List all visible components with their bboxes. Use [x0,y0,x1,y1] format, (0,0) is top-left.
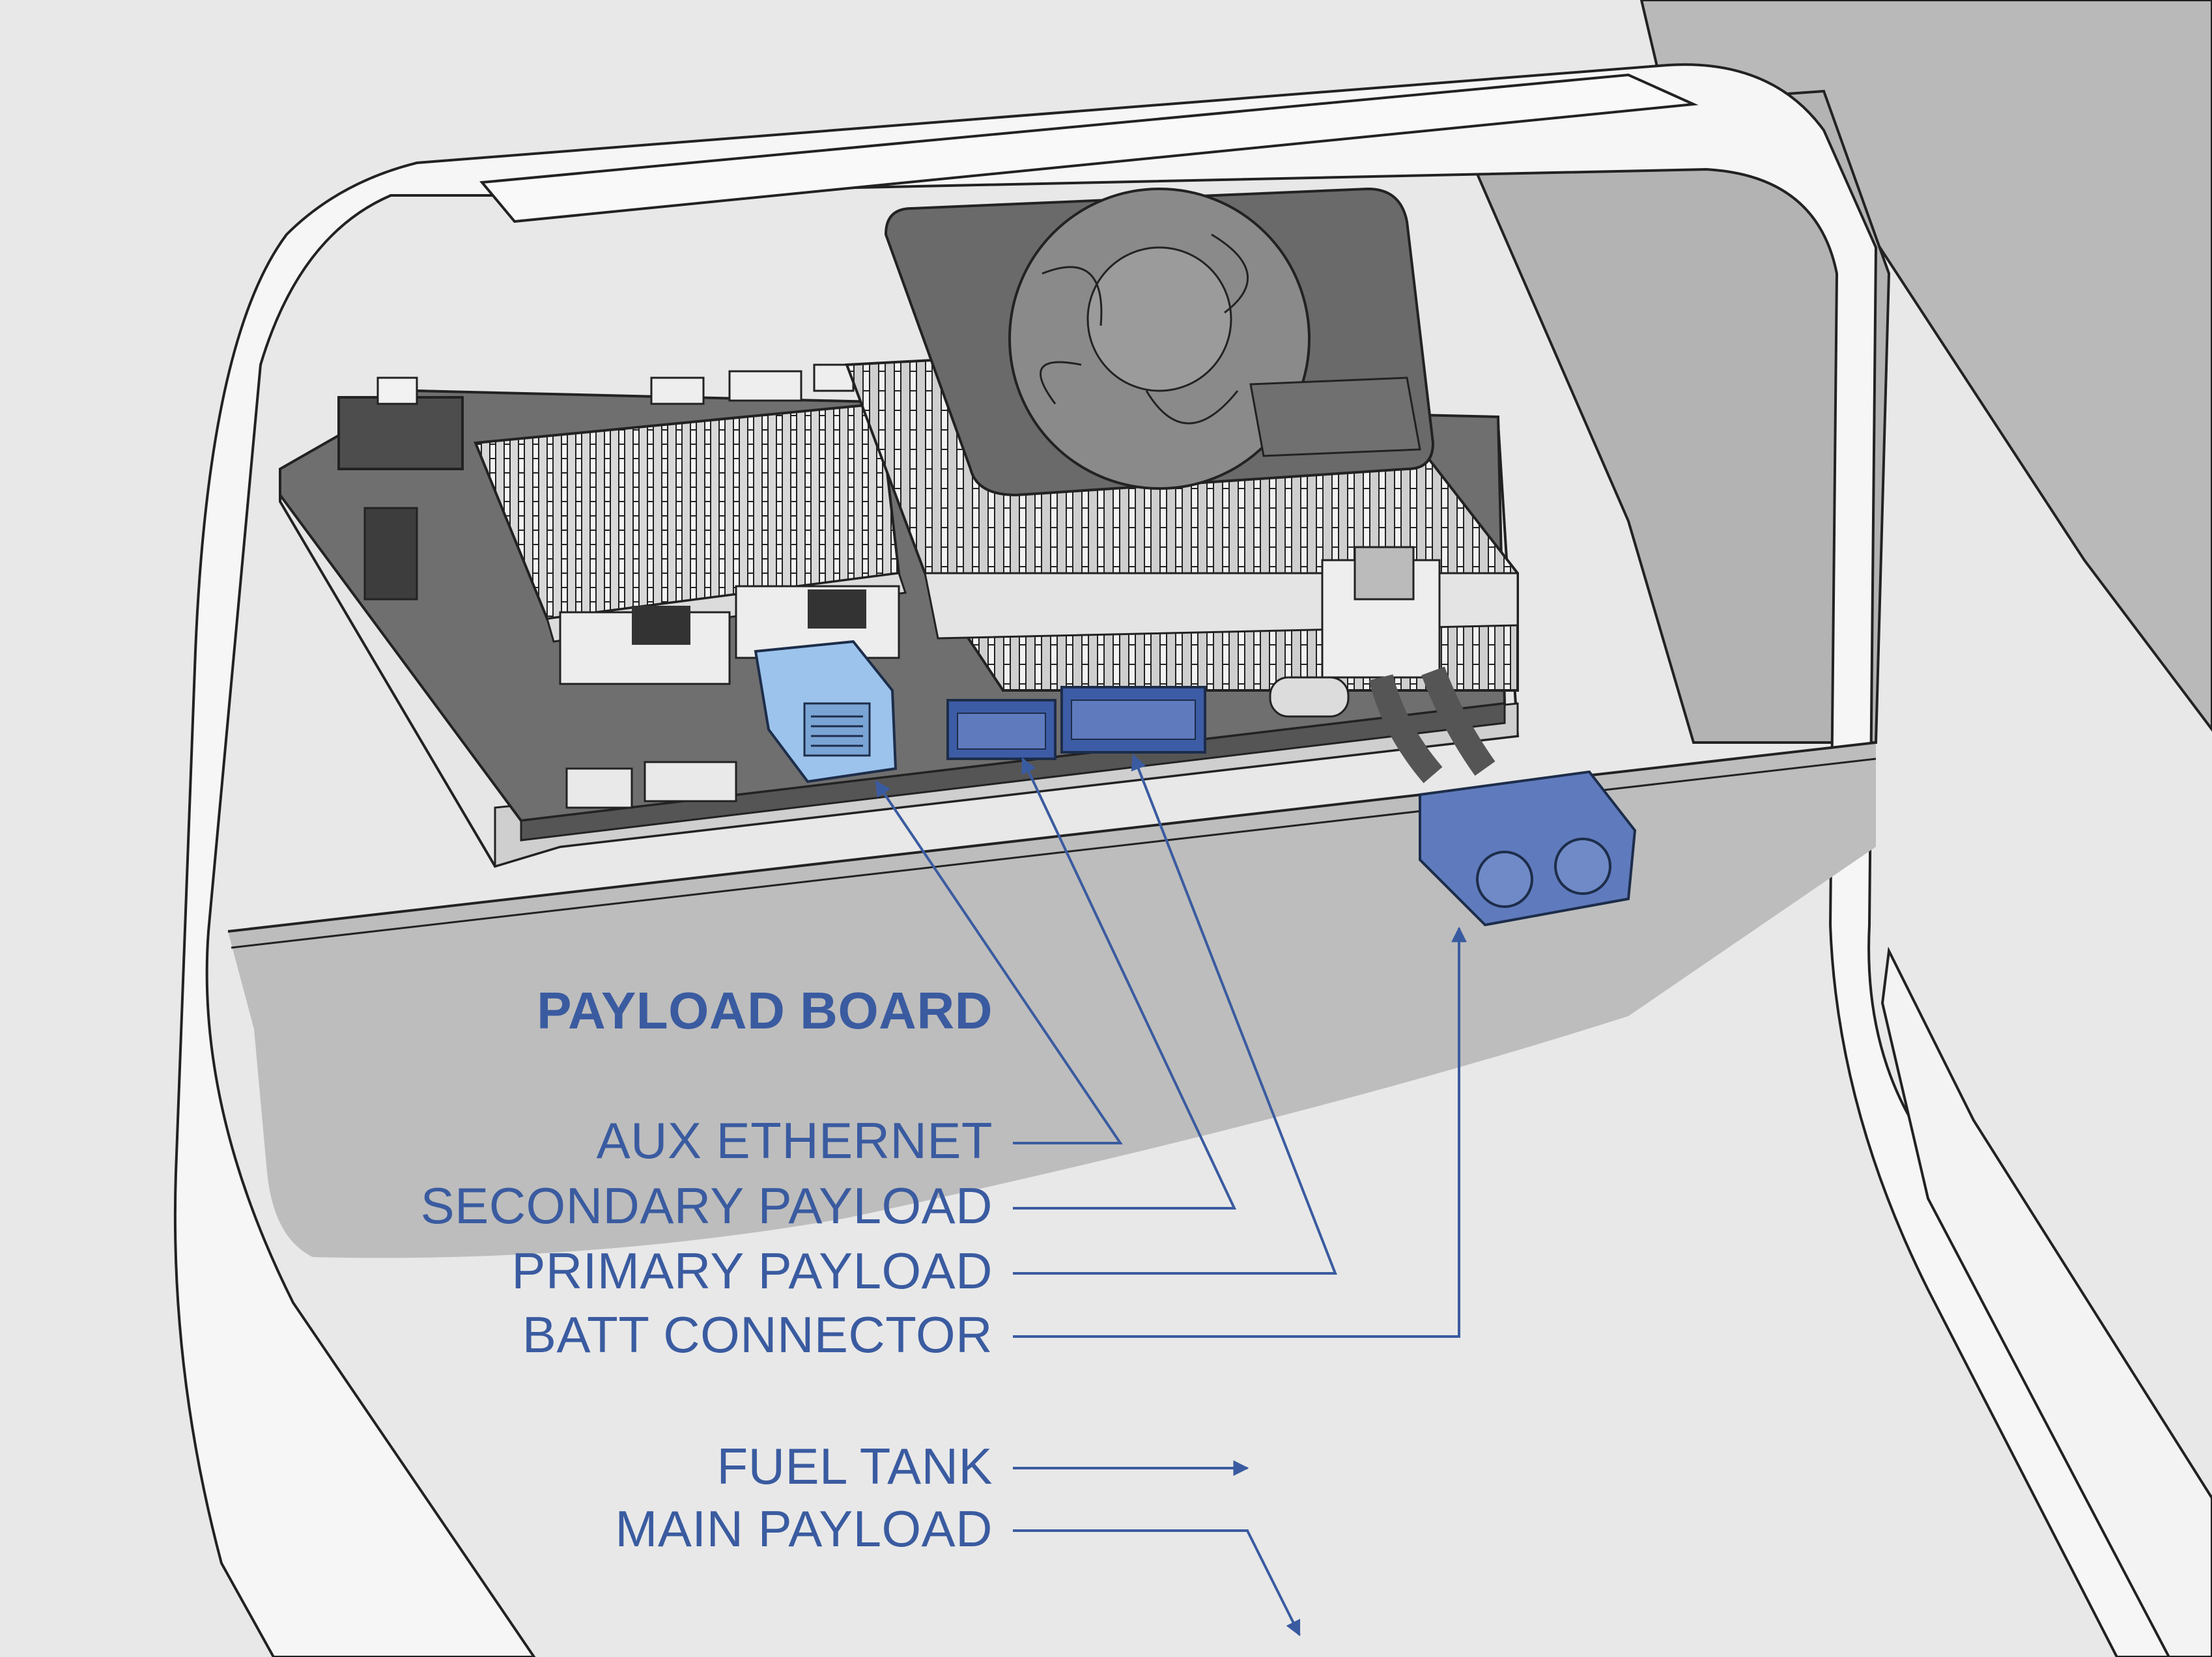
usb-c-port-icon [1269,676,1350,718]
molex-connector-icon [946,686,1206,760]
cooling-fan-icon [884,187,1435,497]
label-batt-connector: BATT CONNECTOR [522,1306,993,1363]
diagram-title: PAYLOAD BOARD [537,982,993,1040]
label-aux-ethernet: AUX ETHERNET [596,1112,993,1169]
leader-secondary-payload [1013,757,1237,1210]
leader-main-payload [1013,1529,1301,1637]
leader-batt-connector [1013,926,1467,1338]
label-primary-payload: PRIMARY PAYLOAD [511,1242,993,1299]
label-secondary-payload: SECONDARY PAYLOAD [420,1177,993,1234]
rj45-ethernet-port-icon [754,640,898,784]
leader-lines [875,754,1467,1637]
leader-aux-ethernet [875,780,1123,1144]
xt60-battery-connector-icon [1419,770,1637,927]
payload-board-assembly [279,187,1637,927]
label-fuel-tank: FUEL TANK [716,1437,993,1495]
leader-primary-payload [1013,754,1337,1275]
label-main-payload: MAIN PAYLOAD [615,1500,993,1557]
